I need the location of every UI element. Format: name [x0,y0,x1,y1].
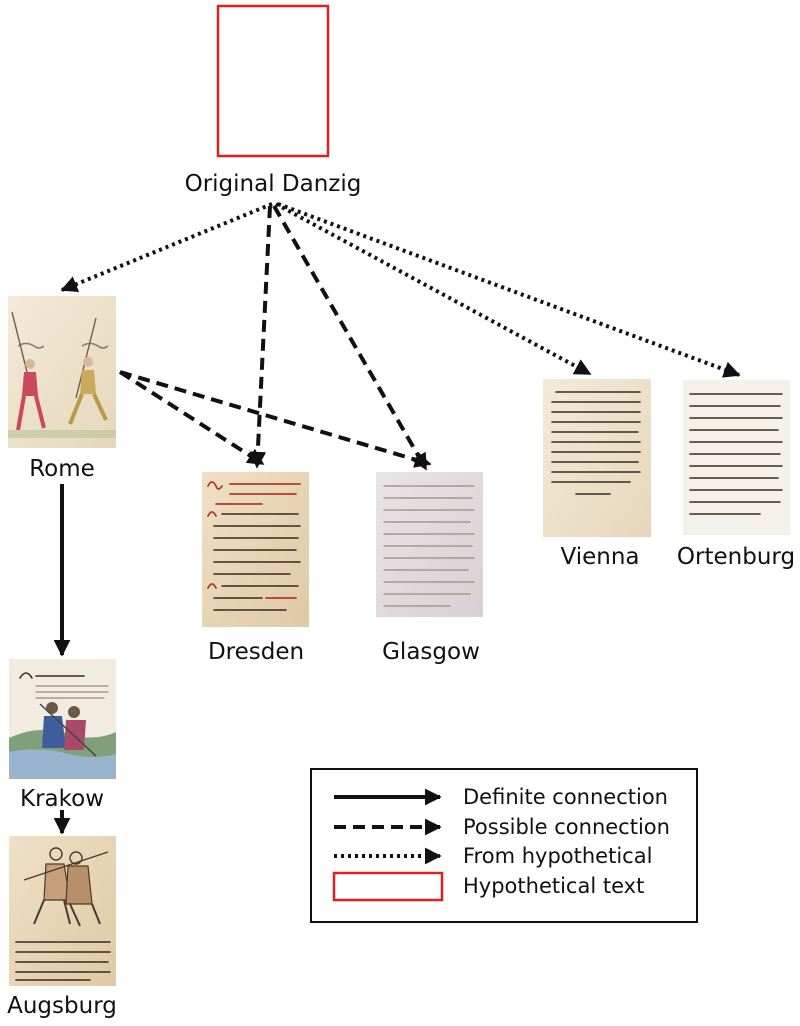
node-label-ortenburg: Ortenburg [677,544,795,570]
node-ortenburg: Ortenburg [677,380,795,570]
legend-label-possible: Possible connection [463,815,670,839]
legend-item-definite: Definite connection [334,785,668,809]
node-augsburg: Augsburg [7,836,117,1019]
node-label-glasgow: Glasgow [382,639,480,665]
node-label-krakow: Krakow [20,786,104,812]
legend-label-hypothetical-from: From hypothetical [463,844,652,868]
edge-danzig-ortenburg [277,202,741,378]
legend-item-possible: Possible connection [334,815,670,839]
legend-label-definite: Definite connection [463,785,668,809]
node-label-dresden: Dresden [208,639,304,665]
legend-item-hypothetical-text: Hypothetical text [332,871,644,902]
node-original-danzig: Original Danzig [185,4,362,197]
edge-rome-dresden [118,370,265,466]
manuscript-thumbnail-rome [8,296,116,448]
node-label-rome: Rome [29,456,95,482]
node-glasgow: Glasgow [376,472,483,665]
edge-danzig-glasgow [272,204,428,471]
legend-red-box [332,871,444,902]
node-dresden: Dresden [202,472,309,665]
node-label-original-danzig: Original Danzig [185,171,362,197]
edge-danzig-dresden [249,205,272,469]
legend-item-hypothetical-from: From hypothetical [334,844,652,868]
manuscript-thumbnail-vienna [543,379,651,537]
legend-frame [310,768,698,923]
manuscript-thumbnail-dresden [202,472,309,627]
hypothetical-text-box [216,4,330,158]
node-label-vienna: Vienna [560,544,639,570]
node-label-augsburg: Augsburg [7,993,117,1019]
node-krakow: Krakow [9,659,116,812]
manuscript-thumbnail-krakow [9,659,116,779]
manuscript-thumbnail-ortenburg [683,380,790,535]
manuscript-thumbnail-augsburg [9,836,116,986]
manuscript-thumbnail-glasgow [376,472,483,617]
edge-rome-glasgow [119,370,432,468]
node-vienna: Vienna [543,379,651,570]
legend: Definite connection Possible connection … [310,768,698,923]
node-rome: Rome [8,296,116,482]
legend-label-hypothetical-text: Hypothetical text [463,874,644,898]
edge-danzig-rome [60,202,273,293]
edges [53,202,741,835]
